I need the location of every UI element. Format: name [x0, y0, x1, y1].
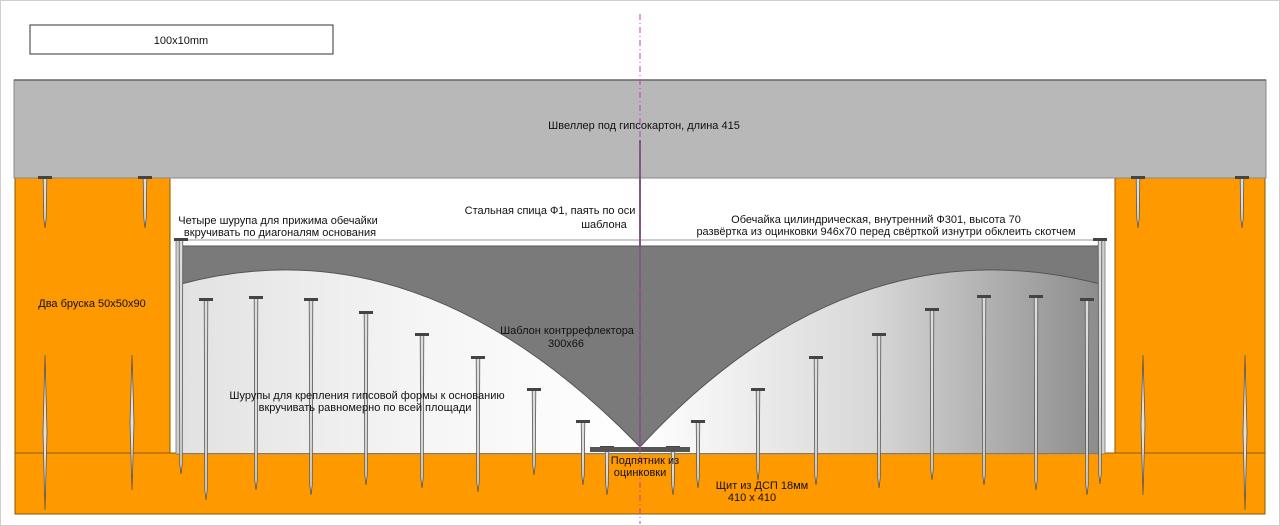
bearing-label-line2: оцинковки	[614, 467, 667, 479]
top-screws-label-line1: Четыре шурупа для прижима обечайки	[178, 215, 377, 227]
shell-label-line2: развёртка из оцинковки 946х70 перед свёр…	[696, 226, 1075, 238]
spoke-label-line1: Стальная спица Ф1, паять по оси	[465, 205, 636, 217]
plaster-form-left	[181, 269, 640, 453]
bearing-label-line1: Подпятник из	[611, 455, 679, 467]
top-screws-label-line2: вкручивать по диагоналям основания	[184, 227, 376, 239]
spoke-label-line2: шаблона	[581, 219, 627, 231]
base-screw-left-5	[471, 356, 485, 493]
template-label-line2: 300х66	[548, 338, 584, 350]
base-screws-label-line2: вкручивать равномерно по всей площади	[259, 402, 472, 414]
template-label-line1: Шаблон контррефлектора	[500, 325, 635, 337]
channel-screw-3	[1235, 176, 1249, 229]
wood-bar-left	[14, 177, 171, 455]
bar-spike-3	[1242, 354, 1248, 511]
channel-screw-2	[1131, 176, 1145, 229]
board-label-line1: Щит из ДСП 18мм	[716, 480, 809, 492]
scale-box-label: 100x10mm	[154, 35, 208, 47]
base-screw-right-3	[809, 356, 823, 486]
base-screw-left-6	[527, 388, 541, 476]
bar-spike-0	[42, 354, 48, 511]
base-screw-right-1	[691, 420, 705, 489]
bar-spike-1	[129, 354, 135, 491]
base-screw-right-7	[1029, 295, 1043, 491]
wood-bar-right	[1114, 177, 1266, 455]
bars-label: Два бруска 50х50х90	[38, 298, 145, 310]
shell-corner-screw-right	[1093, 238, 1107, 485]
channel-label: Швеллер под гипсокартон, длина 415	[548, 120, 740, 132]
shell-label-line1: Обечайка цилиндрическая, внутренний Ф301…	[731, 214, 1021, 226]
base-screw-left-2	[304, 298, 318, 496]
base-screw-left-0	[199, 298, 213, 501]
base-screw-left-3	[359, 311, 373, 486]
base-screw-left-1	[249, 296, 263, 491]
base-screw-right-4	[872, 333, 886, 489]
base-screw-right-8	[1080, 298, 1094, 496]
base-screw-left-7	[576, 420, 590, 486]
channel-screw-0	[38, 176, 52, 229]
screws-group	[38, 176, 1249, 511]
base-screw-right-5	[925, 308, 939, 481]
channel-screw-1	[138, 176, 152, 229]
scale-box	[29, 24, 334, 55]
shell-corner-screw-left	[174, 238, 188, 475]
bar-spike-2	[1140, 354, 1146, 496]
base-screw-left-4	[415, 333, 429, 489]
base-screw-right-6	[977, 295, 991, 486]
base-screw-right-2	[751, 388, 765, 481]
base-screws-label-line1: Шурупы для крепления гипсовой формы к ос…	[229, 390, 504, 402]
board-label-line2: 410 х 410	[728, 492, 776, 504]
